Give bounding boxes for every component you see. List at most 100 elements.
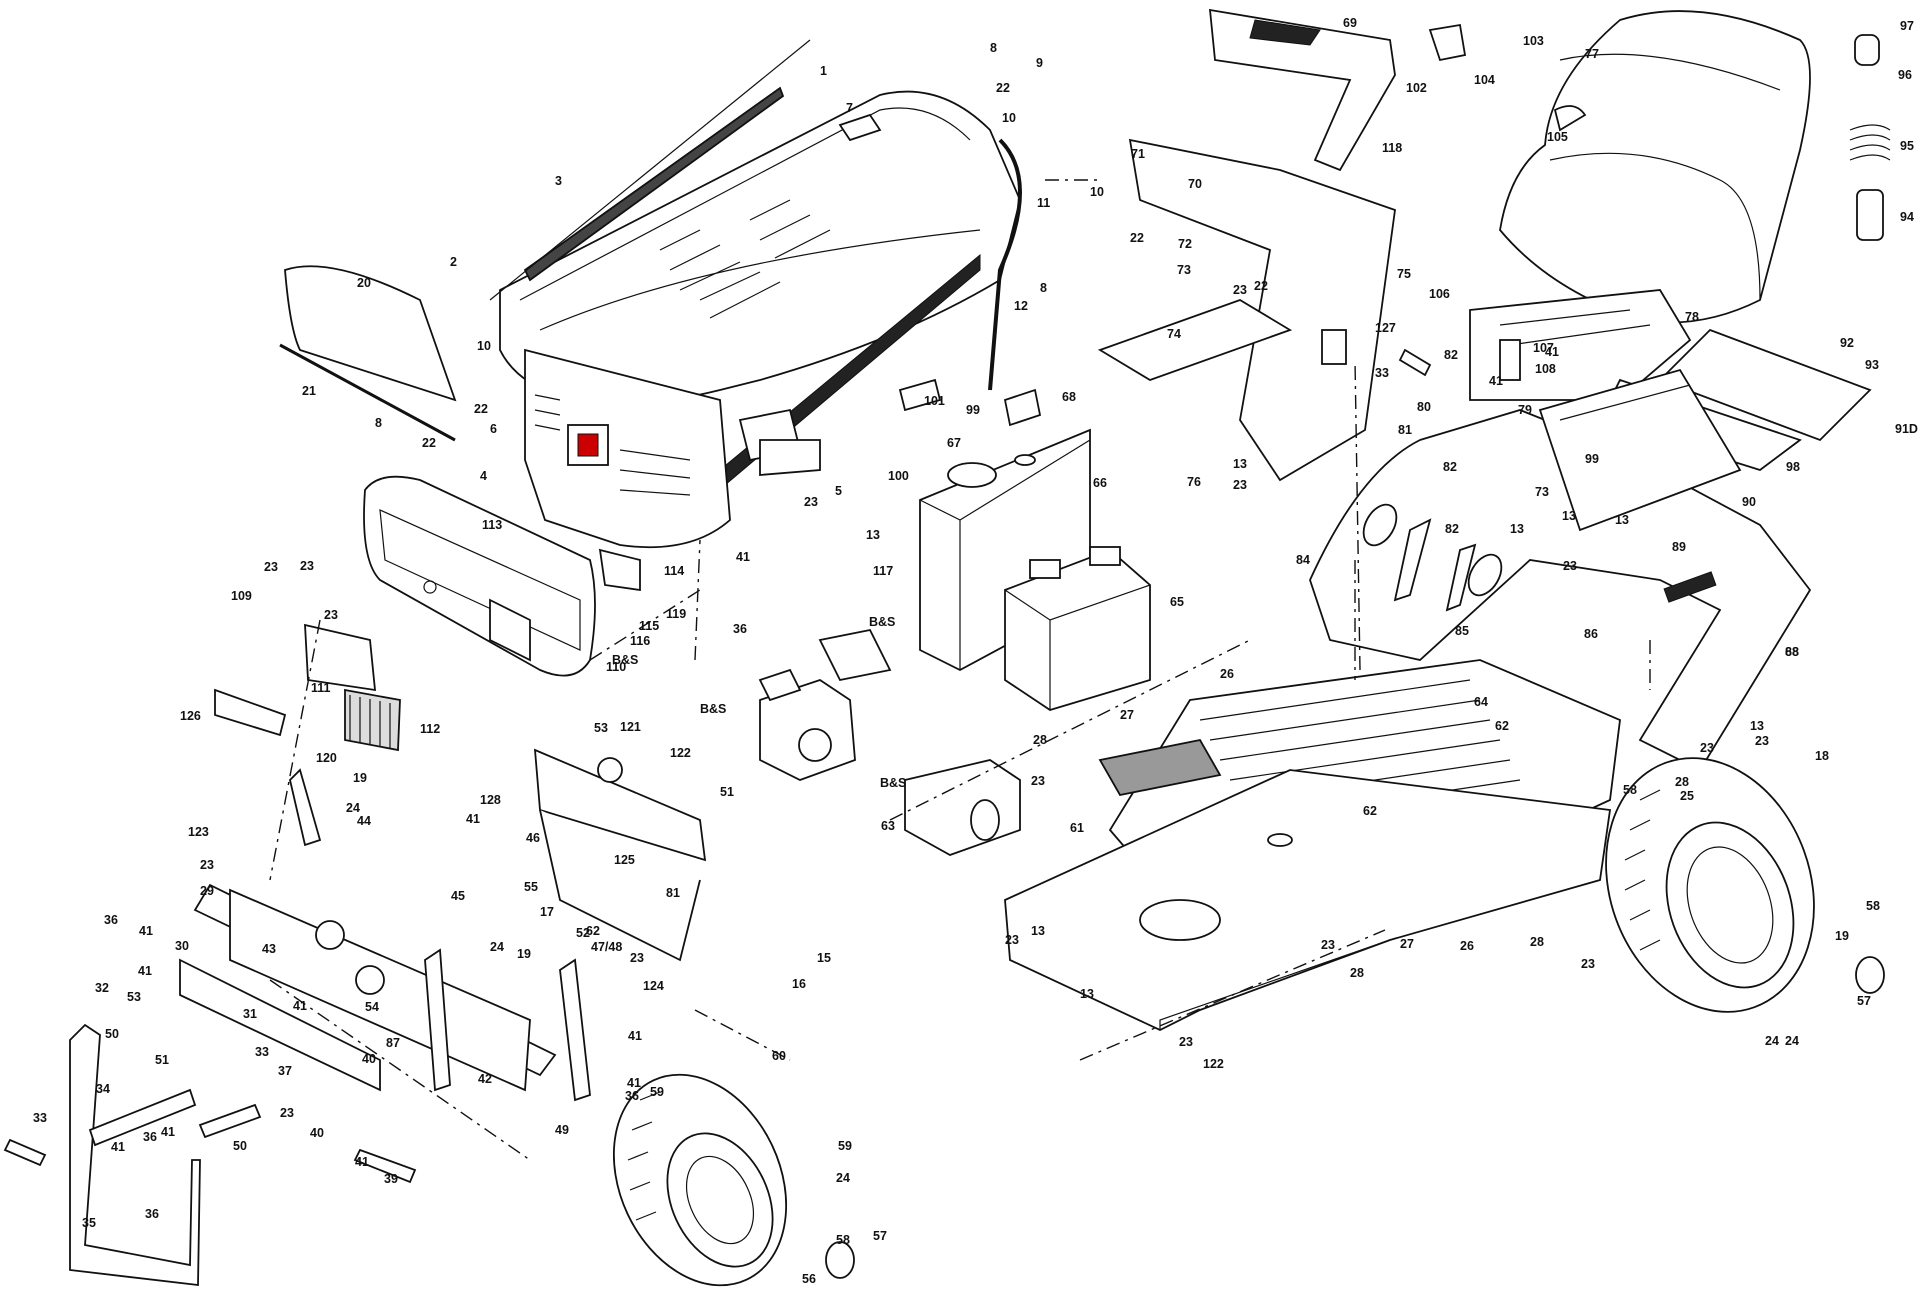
part-label: 126 bbox=[180, 709, 201, 723]
part-label: 33 bbox=[33, 1111, 47, 1125]
dash-tower bbox=[1097, 138, 1396, 482]
part-label: 13 bbox=[1031, 924, 1045, 938]
part-label: 12 bbox=[1014, 299, 1028, 313]
part-label: 119 bbox=[666, 607, 686, 621]
part-label: 127 bbox=[1375, 321, 1396, 335]
part-label: 122 bbox=[1203, 1057, 1224, 1071]
misc-hardware bbox=[898, 23, 1587, 427]
part-label: 27 bbox=[1120, 708, 1134, 722]
part-label: 41 bbox=[138, 964, 152, 978]
part-label: 10 bbox=[1090, 185, 1104, 199]
part-label: 50 bbox=[233, 1139, 247, 1153]
part-label: 91D bbox=[1895, 422, 1918, 436]
part-label: 70 bbox=[1188, 177, 1202, 191]
part-label: 79 bbox=[1518, 403, 1532, 417]
part-label: 33 bbox=[1375, 366, 1389, 380]
part-label: 52 bbox=[576, 926, 590, 940]
part-label: 11 bbox=[1037, 196, 1050, 210]
part-label: 84 bbox=[1296, 553, 1310, 567]
seat-pan bbox=[1469, 289, 1692, 401]
dash-line bbox=[694, 1009, 791, 1061]
tie-rod-u bbox=[69, 1023, 201, 1287]
part-label: 122 bbox=[670, 746, 691, 760]
part-label: 41 bbox=[628, 1029, 642, 1043]
part-label: 111 bbox=[311, 681, 331, 695]
part-label: 36 bbox=[145, 1207, 159, 1221]
part-label: 26 bbox=[1460, 939, 1474, 953]
deck-pan bbox=[1538, 368, 1742, 532]
part-label: 71 bbox=[1131, 147, 1145, 161]
part-label: 40 bbox=[310, 1126, 324, 1140]
part-label: 40 bbox=[362, 1052, 376, 1066]
part-label: 19 bbox=[1835, 929, 1849, 943]
part-label: 41 bbox=[111, 1140, 125, 1154]
part-label: B&S bbox=[612, 653, 638, 667]
part-label: 18 bbox=[1815, 749, 1829, 763]
part-label: 124 bbox=[643, 979, 664, 993]
part-label: 94 bbox=[1900, 210, 1914, 224]
part-label: 17 bbox=[540, 905, 554, 919]
part-label: 7 bbox=[846, 101, 853, 115]
part-label: 28 bbox=[1350, 966, 1364, 980]
part-label: 23 bbox=[1321, 938, 1335, 952]
part-label: 24 bbox=[1785, 1034, 1799, 1048]
part-label: 13 bbox=[1562, 509, 1576, 523]
part-label: 23 bbox=[804, 495, 818, 509]
part-label: 100 bbox=[888, 469, 909, 483]
part-label: 54 bbox=[365, 1000, 379, 1014]
part-label: 63 bbox=[881, 819, 895, 833]
part-label: 56 bbox=[802, 1272, 816, 1286]
spring-stack bbox=[1849, 34, 1891, 241]
part-label: 96 bbox=[1898, 68, 1912, 82]
hood-trim-strip bbox=[489, 39, 811, 301]
part-label: B&S bbox=[700, 702, 726, 716]
part-label: 73 bbox=[1177, 263, 1191, 277]
part-label: 41 bbox=[355, 1155, 369, 1169]
part-label: 23 bbox=[1005, 933, 1019, 947]
part-label: 98 bbox=[1786, 460, 1800, 474]
part-label: 65 bbox=[1170, 595, 1184, 609]
part-label: 97 bbox=[1900, 19, 1914, 33]
battery bbox=[1004, 546, 1151, 711]
part-label: 4 bbox=[480, 469, 487, 483]
part-label: 23 bbox=[1700, 741, 1714, 755]
part-label: 72 bbox=[1178, 237, 1192, 251]
part-label: 23 bbox=[1581, 957, 1595, 971]
part-label: 116 bbox=[630, 634, 650, 648]
bumper bbox=[363, 475, 596, 677]
part-label: 23 bbox=[1179, 1035, 1193, 1049]
part-number-labels: 1234567888910101011121313131313131313151… bbox=[33, 16, 1918, 1286]
part-label: 112 bbox=[420, 722, 440, 736]
part-label: 22 bbox=[422, 436, 436, 450]
part-label: 19 bbox=[353, 771, 367, 785]
part-label: 78 bbox=[1685, 310, 1699, 324]
part-label: 16 bbox=[792, 977, 806, 991]
part-label: 67 bbox=[947, 436, 961, 450]
part-label: 75 bbox=[1397, 267, 1411, 281]
part-label: 95 bbox=[1900, 139, 1914, 153]
part-label: 36 bbox=[625, 1089, 639, 1103]
part-label: 66 bbox=[1093, 476, 1107, 490]
part-label: 43 bbox=[262, 942, 276, 956]
part-label: 23 bbox=[1233, 283, 1247, 297]
part-label: 13 bbox=[1233, 457, 1247, 471]
part-label: 44 bbox=[357, 814, 371, 828]
grille-housing bbox=[524, 348, 821, 549]
part-label: 29 bbox=[200, 884, 214, 898]
part-label: 1 bbox=[820, 64, 827, 78]
part-label: 28 bbox=[1033, 733, 1047, 747]
part-label: 2 bbox=[450, 255, 457, 269]
part-label: 74 bbox=[1167, 327, 1181, 341]
part-label: 42 bbox=[478, 1072, 492, 1086]
part-label: 82 bbox=[1443, 460, 1457, 474]
steering-shaft bbox=[289, 768, 591, 1102]
part-label: 23 bbox=[1755, 734, 1769, 748]
side-panels bbox=[279, 265, 457, 442]
part-label: B&S bbox=[869, 615, 895, 629]
part-label: 22 bbox=[1254, 279, 1268, 293]
part-label: 22 bbox=[1130, 231, 1144, 245]
engine bbox=[758, 628, 1021, 856]
part-label: 92 bbox=[1840, 336, 1854, 350]
part-label: 33 bbox=[255, 1045, 269, 1059]
